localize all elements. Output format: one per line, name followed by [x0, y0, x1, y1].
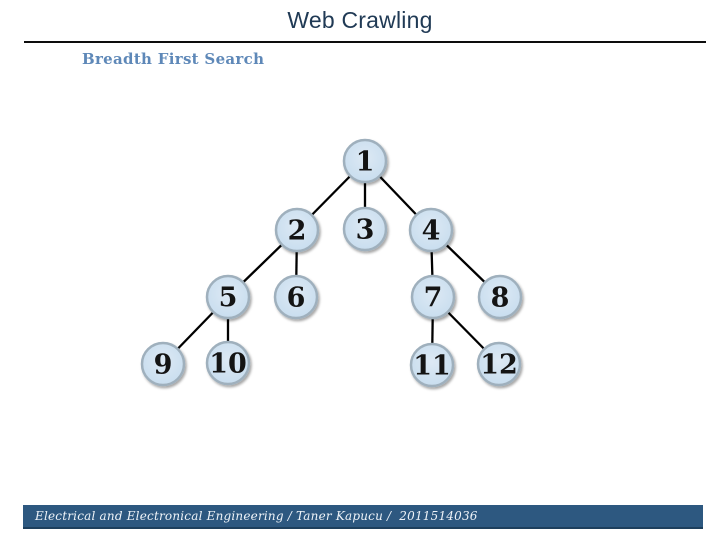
- tree-node-label-5: 5: [219, 282, 238, 313]
- tree-node-4: 4: [408, 207, 454, 253]
- tree-node-label-7: 7: [424, 282, 443, 313]
- footer-bar: Electrical and Electronical Engineering …: [23, 505, 703, 529]
- tree-node-circle-12: [476, 341, 522, 387]
- tree-node-label-2: 2: [288, 215, 307, 246]
- tree-node-circle-10: [205, 340, 251, 386]
- footer-credit-text: Electrical and Electronical Engineering …: [35, 509, 478, 523]
- tree-node-circle-1: [342, 138, 388, 184]
- tree-node-label-11: 11: [413, 350, 451, 381]
- tree-node-6: 6: [273, 274, 319, 320]
- tree-node-label-8: 8: [491, 282, 510, 313]
- tree-node-circle-11: [409, 342, 455, 388]
- tree-node-label-9: 9: [154, 349, 173, 380]
- tree-node-circle-9: [140, 341, 186, 387]
- tree-node-3: 3: [342, 206, 388, 252]
- tree-node-2: 2: [274, 207, 320, 253]
- tree-node-label-12: 12: [480, 349, 518, 380]
- tree-node-circle-6: [273, 274, 319, 320]
- tree-node-7: 7: [410, 274, 456, 320]
- title-divider-line: [24, 41, 706, 43]
- tree-node-circle-3: [342, 206, 388, 252]
- tree-node-label-3: 3: [356, 214, 375, 245]
- slide-title: Web Crawling: [287, 7, 433, 33]
- tree-node-5: 5: [205, 274, 251, 320]
- tree-node-12: 12: [476, 341, 522, 387]
- tree-node-label-6: 6: [287, 282, 306, 313]
- tree-node-label-4: 4: [422, 215, 441, 246]
- tree-node-circle-4: [408, 207, 454, 253]
- tree-node-label-1: 1: [356, 146, 375, 177]
- tree-node-circle-2: [274, 207, 320, 253]
- tree-node-1: 1: [342, 138, 388, 184]
- tree-edges: [162, 160, 501, 366]
- tree-node-9: 9: [140, 341, 186, 387]
- tree-node-label-10: 10: [209, 348, 247, 379]
- tree-node-circle-8: [477, 274, 523, 320]
- slide-subtitle: Breadth First Search: [82, 50, 265, 68]
- tree-node-8: 8: [477, 274, 523, 320]
- tree-node-10: 10: [205, 340, 251, 386]
- tree-node-circle-5: [205, 274, 251, 320]
- tree-node-circle-7: [410, 274, 456, 320]
- tree-node-11: 11: [409, 342, 455, 388]
